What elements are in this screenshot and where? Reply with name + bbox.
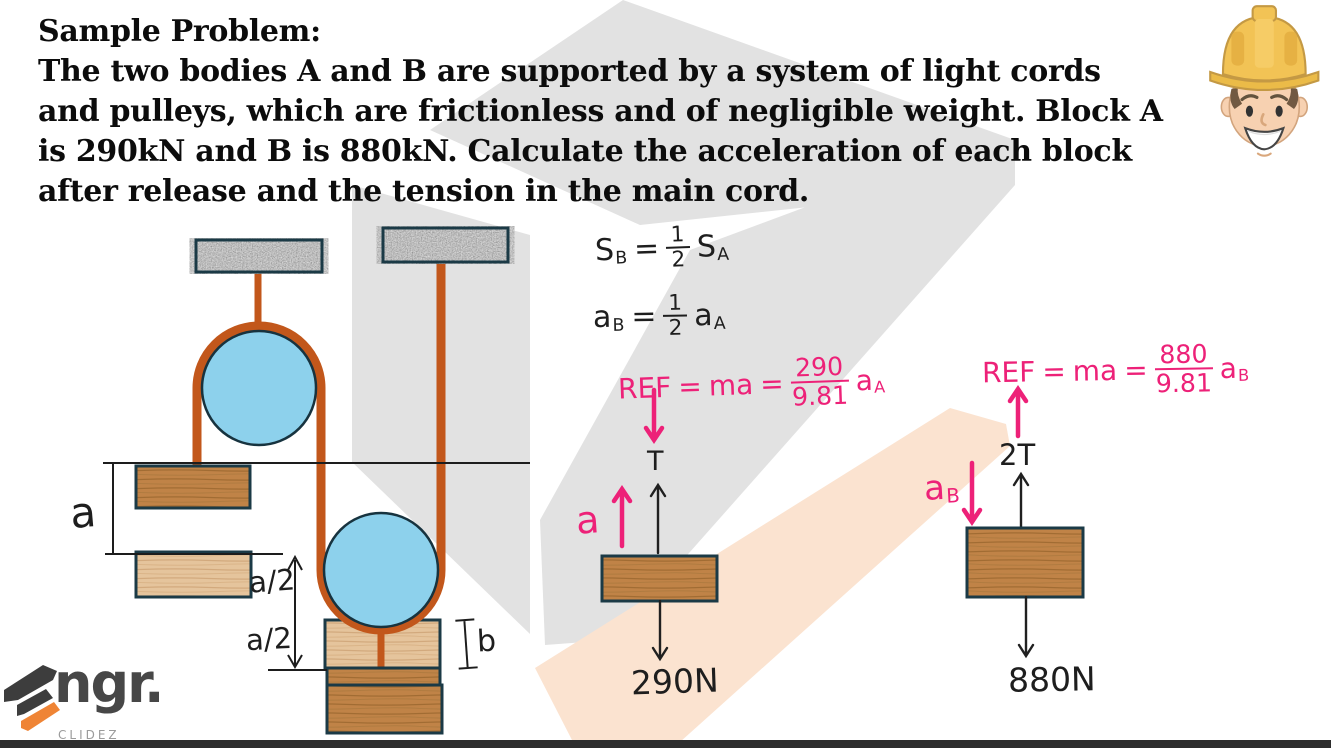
block-a-ghost <box>134 550 253 599</box>
fbd-a-block <box>600 554 719 603</box>
ceiling-support-left <box>194 238 324 274</box>
problem-line: The two bodies A and B are supported by … <box>38 54 1101 89</box>
fbd-block-b <box>961 384 1085 659</box>
logo-brand-text: ngr. <box>54 652 165 715</box>
upper-pulley <box>200 329 318 447</box>
logo-e-icon <box>4 665 60 731</box>
logo-subtitle: CLIDEZ <box>58 728 120 742</box>
pulley-diagram <box>103 226 530 735</box>
fbd-block-a <box>600 387 719 662</box>
dim-a-label: a <box>67 486 98 539</box>
problem-statement: Sample Problem: The two bodies A and B a… <box>38 12 1163 212</box>
fbd-a-tension-label: T <box>647 446 664 477</box>
weight-b-arrow <box>1017 595 1035 659</box>
accel-a-arrow <box>611 484 633 549</box>
main-cord <box>192 262 446 635</box>
dim-b-marker <box>455 618 478 670</box>
block-b-top <box>325 666 442 687</box>
fbd-b-weight-label: 880N <box>1007 659 1097 700</box>
dim-a-half-upper-label: a/2 <box>247 562 297 600</box>
ceiling-support-right <box>381 226 510 264</box>
fbd-b-accel-label: aB <box>922 467 961 509</box>
engineer-avatar-icon <box>1209 5 1320 157</box>
dim-a-half-arrow <box>268 554 327 671</box>
fbd-a-accel-label: a <box>574 497 601 543</box>
tension-a-arrow <box>649 482 667 555</box>
accel-b-arrow <box>961 460 983 527</box>
problem-line: and pulleys, which are frictionless and … <box>38 94 1163 129</box>
dim-b-label: b <box>476 623 497 660</box>
block-a <box>134 464 252 510</box>
tension-b-arrow <box>1012 471 1030 530</box>
fbd-a-weight-label: 290N <box>630 660 720 703</box>
page-title: Sample Problem: <box>38 14 321 49</box>
dim-a-half-lower-label: a/2 <box>245 620 293 658</box>
problem-line: is 290kN and B is 880kN. Calculate the a… <box>38 134 1132 169</box>
ref-b-arrow <box>1007 384 1029 439</box>
problem-line: after release and the tension in the mai… <box>38 174 810 209</box>
block-b <box>325 683 444 735</box>
fbd-b-block <box>965 526 1085 599</box>
lower-pulley <box>322 511 440 629</box>
ref-a-arrow <box>643 387 665 445</box>
weight-a-arrow <box>651 599 669 662</box>
fbd-b-tension-label: 2T <box>999 438 1036 472</box>
bottom-bar <box>0 740 1331 748</box>
